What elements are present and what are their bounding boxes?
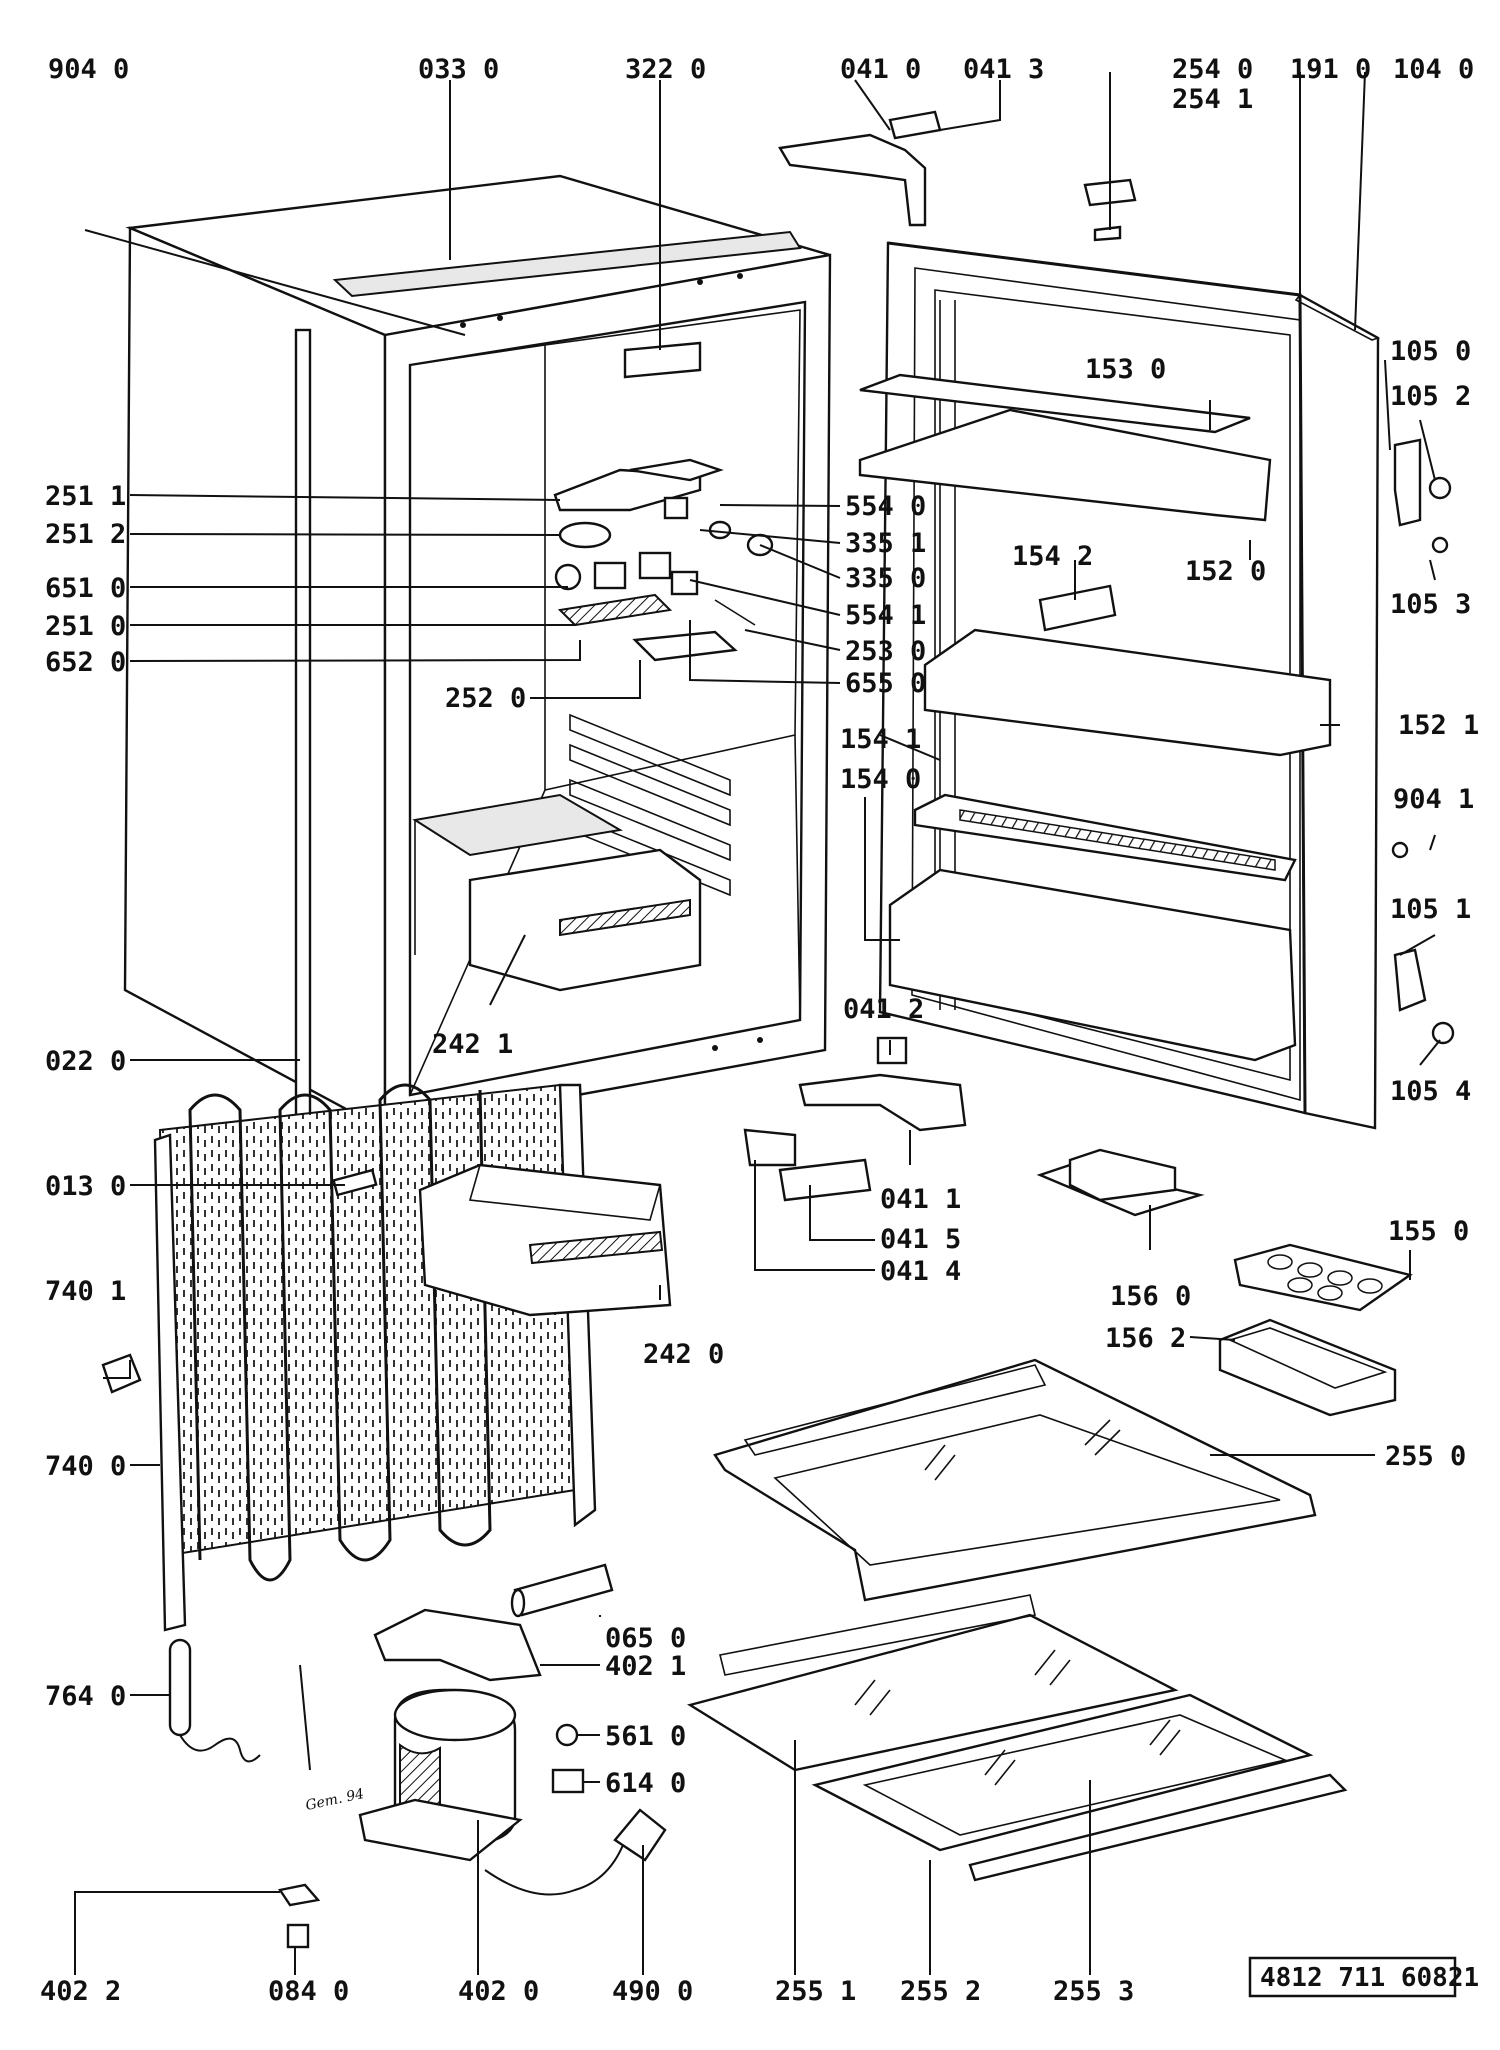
refrigerator-door	[858, 241, 1380, 1130]
butter-box	[1218, 1318, 1397, 1417]
label-255-1: 255 1	[775, 1976, 856, 2007]
shelf-lid	[859, 373, 1251, 434]
top-hinge	[778, 110, 942, 227]
hinge-brackets	[743, 1128, 872, 1202]
condenser	[153, 1083, 597, 1632]
handle-fittings	[1391, 438, 1455, 1045]
label-156-2: 156 2	[1105, 1323, 1186, 1354]
refrigerator-cabinet	[123, 174, 832, 1152]
label-322-0: 322 0	[625, 54, 706, 85]
leader-lines	[74, 71, 1441, 1975]
label-561-0: 561 0	[605, 1721, 686, 1752]
power-plug	[613, 1808, 667, 1862]
compressor-mount	[373, 1608, 542, 1682]
label-254-1: 254 1	[1172, 84, 1253, 115]
label-156-0: 156 0	[1110, 1281, 1191, 1312]
label-490-0: 490 0	[612, 1976, 693, 2007]
part-labels: 904 0 033 0 322 0 041 0 041 3 254 0 254 …	[40, 54, 1479, 2007]
filter-drier	[168, 1638, 261, 1763]
label-904-1: 904 1	[1393, 784, 1474, 815]
label-252-0: 252 0	[445, 683, 526, 714]
label-065-0: 065 0	[605, 1623, 686, 1654]
document-number-box: 4812 711 60821	[1248, 1956, 1479, 1998]
wall-clip	[101, 1353, 142, 1394]
power-cord	[484, 1839, 626, 1896]
label-152-0: 152 0	[1185, 556, 1266, 587]
top-bracket	[623, 341, 702, 379]
label-255-3: 255 3	[1053, 1976, 1134, 2007]
door-shelf-middle	[923, 628, 1332, 757]
label-554-1: 554 1	[845, 600, 926, 631]
label-764-0: 764 0	[45, 1681, 126, 1712]
mounting-clip	[278, 1883, 321, 1907]
insulation-sleeve	[510, 1563, 614, 1618]
label-740-0: 740 0	[45, 1451, 126, 1482]
label-105-0: 105 0	[1390, 336, 1471, 367]
label-740-1: 740 1	[45, 1276, 126, 1307]
label-041-2: 041 2	[843, 994, 924, 1025]
label-335-1: 335 1	[845, 528, 926, 559]
label-402-2: 402 2	[40, 1976, 121, 2007]
label-041-1: 041 1	[880, 1184, 961, 1215]
label-554-0: 554 0	[845, 491, 926, 522]
butter-dish	[1036, 1148, 1205, 1217]
label-105-1: 105 1	[1390, 894, 1471, 925]
label-251-0: 251 0	[45, 611, 126, 642]
door-shelf-bottom	[888, 868, 1297, 1062]
rubber-foot	[286, 1923, 310, 1949]
label-154-2: 154 2	[1012, 541, 1093, 572]
glass-shelf-front	[811, 1693, 1314, 1852]
label-402-1: 402 1	[605, 1651, 686, 1682]
relay-clip	[551, 1768, 585, 1794]
label-105-3: 105 3	[1390, 589, 1471, 620]
crisper-drawer-inner	[412, 793, 702, 992]
drain-tube	[294, 328, 312, 1152]
label-041-0: 041 0	[840, 54, 921, 85]
label-105-2: 105 2	[1390, 381, 1471, 412]
label-255-2: 255 2	[900, 1976, 981, 2007]
label-104-0: 104 0	[1393, 54, 1474, 85]
label-253-0: 253 0	[845, 636, 926, 667]
label-153-0: 153 0	[1085, 354, 1166, 385]
shelf-trim	[968, 1773, 1348, 1882]
label-242-1: 242 1	[432, 1029, 513, 1060]
label-251-1: 251 1	[45, 481, 126, 512]
label-154-1: 154 1	[840, 724, 921, 755]
label-033-0: 033 0	[418, 54, 499, 85]
label-255-0: 255 0	[1385, 1441, 1466, 1472]
label-041-4: 041 4	[880, 1256, 961, 1287]
label-105-4: 105 4	[1390, 1076, 1471, 1107]
label-242-0: 242 0	[643, 1339, 724, 1370]
label-154-0: 154 0	[840, 764, 921, 795]
label-084-0: 084 0	[268, 1976, 349, 2007]
label-402-0: 402 0	[458, 1976, 539, 2007]
label-013-0: 013 0	[45, 1171, 126, 1202]
document-number: 4812 711 60821	[1260, 1963, 1479, 1993]
label-041-3: 041 3	[963, 54, 1044, 85]
label-041-5: 041 5	[880, 1224, 961, 1255]
label-191-0: 191 0	[1290, 54, 1371, 85]
label-614-0: 614 0	[605, 1768, 686, 1799]
handwritten-note: Gem. 94	[304, 1786, 365, 1814]
compressor	[358, 1688, 523, 1862]
label-251-2: 251 2	[45, 519, 126, 550]
label-152-1: 152 1	[1398, 710, 1479, 741]
door-shelf-top	[858, 408, 1272, 522]
label-254-0: 254 0	[1172, 54, 1253, 85]
label-335-0: 335 0	[845, 563, 926, 594]
bottom-hinge	[798, 1036, 967, 1132]
freezer-drawer	[418, 1163, 672, 1317]
label-655-0: 655 0	[845, 668, 926, 699]
condenser-clip	[332, 1168, 378, 1197]
label-652-0: 652 0	[45, 647, 126, 678]
glass-shelf-top	[713, 1358, 1317, 1602]
label-651-0: 651 0	[45, 573, 126, 604]
egg-tray	[1233, 1243, 1413, 1312]
glass-shelf-bottom	[686, 1594, 1179, 1772]
label-904-0: 904 0	[48, 54, 129, 85]
label-022-0: 022 0	[45, 1046, 126, 1077]
label-155-0: 155 0	[1388, 1216, 1469, 1247]
grommet	[555, 1723, 579, 1747]
